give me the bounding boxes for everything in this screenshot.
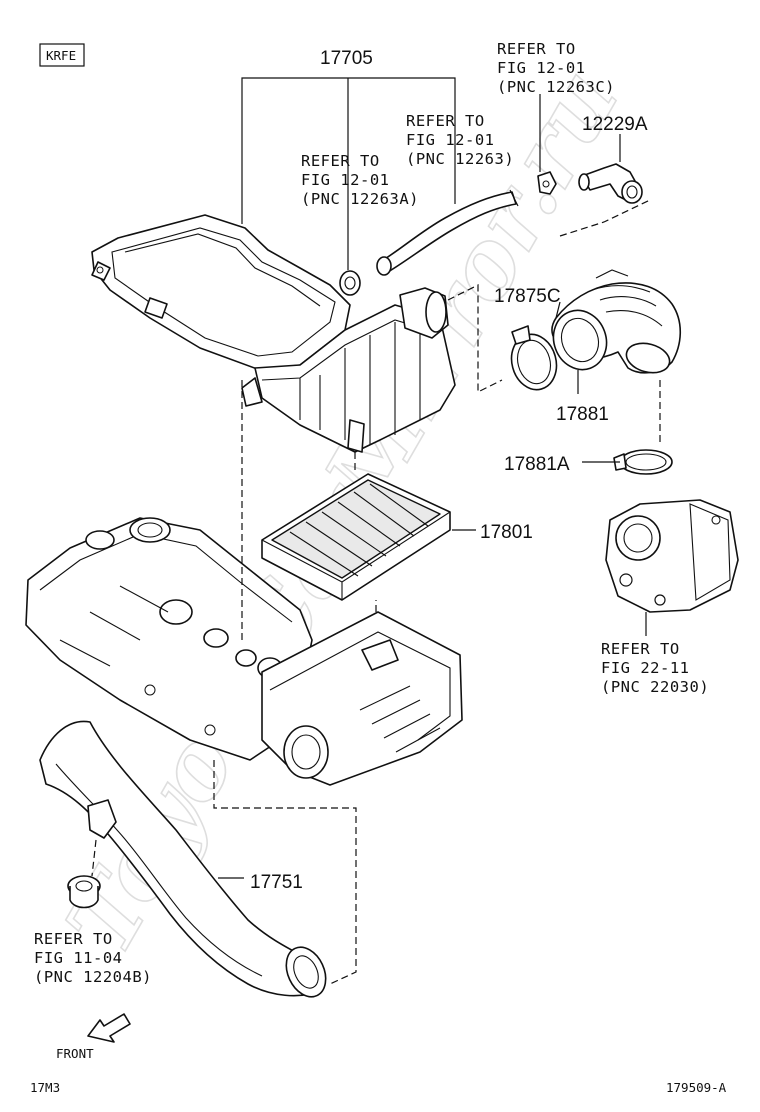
svg-text:(PNC 12204B): (PNC 12204B) (34, 968, 152, 986)
hose-clip-12263C[interactable] (537, 171, 557, 195)
ref-12263[interactable]: REFER TO FIG 12-01 (PNC 12263) (406, 112, 514, 168)
hose-clamp-12263A[interactable] (339, 270, 361, 296)
ref-12204B[interactable]: REFER TO FIG 11-04 (PNC 12204B) (34, 930, 152, 986)
svg-text:FIG 12-01: FIG 12-01 (301, 171, 390, 189)
cylinder-head-cover (25, 517, 313, 761)
union-12229A[interactable] (578, 163, 643, 204)
svg-text:FIG 22-11: FIG 22-11 (601, 659, 690, 677)
svg-text:FIG 11-04: FIG 11-04 (34, 949, 123, 967)
intake-air-hose[interactable] (545, 269, 682, 377)
ref-22030[interactable]: REFER TO FIG 22-11 (PNC 22030) (601, 640, 709, 696)
label-17881: 17881 (556, 404, 609, 425)
air-cleaner-case-cover[interactable] (91, 214, 351, 371)
svg-text:(PNC 22030): (PNC 22030) (601, 678, 709, 696)
svg-text:REFER TO: REFER TO (601, 640, 680, 658)
svg-text:(PNC 12263): (PNC 12263) (406, 150, 514, 168)
svg-text:REFER TO: REFER TO (301, 152, 380, 170)
hose-clamp-17875C[interactable] (506, 325, 563, 395)
label-17751: 17751 (250, 872, 303, 893)
label-17875C: 17875C (494, 286, 561, 307)
breather-hose[interactable] (376, 189, 519, 276)
svg-text:FIG 12-01: FIG 12-01 (497, 59, 586, 77)
svg-text:REFER TO: REFER TO (34, 930, 113, 948)
svg-text:(PNC 12263A): (PNC 12263A) (301, 190, 419, 208)
front-label: FRONT (56, 1046, 94, 1061)
hose-clamp-17881A[interactable] (613, 449, 673, 475)
intake-resonator-box (261, 611, 463, 786)
air-cleaner-case-lower[interactable] (241, 287, 456, 453)
drawing-number: 179509-A (666, 1080, 727, 1095)
label-12229A: 12229A (582, 114, 648, 135)
svg-text:REFER TO: REFER TO (497, 40, 576, 58)
ref-12263C[interactable]: REFER TO FIG 12-01 (PNC 12263C) (497, 40, 615, 96)
leader-lines (218, 77, 647, 879)
air-filter-element[interactable] (261, 473, 451, 601)
grommet-12204B[interactable] (67, 875, 101, 909)
svg-text:FIG 12-01: FIG 12-01 (406, 131, 495, 149)
front-arrow-icon (87, 1013, 131, 1043)
engine-code-text: KRFE (46, 48, 76, 63)
engine-code-tag: KRFE (39, 43, 85, 67)
label-17881A: 17881A (504, 454, 570, 475)
throttle-body[interactable] (605, 499, 739, 613)
assembly-guide-lines (91, 199, 661, 985)
label-17705: 17705 (320, 48, 373, 69)
label-17801: 17801 (480, 522, 533, 543)
air-inlet-duct[interactable] (39, 720, 333, 1003)
ref-12263A[interactable]: REFER TO FIG 12-01 (PNC 12263A) (301, 152, 419, 208)
svg-text:(PNC 12263C): (PNC 12263C) (497, 78, 615, 96)
svg-text:REFER TO: REFER TO (406, 112, 485, 130)
page-code: 17M3 (30, 1080, 60, 1095)
